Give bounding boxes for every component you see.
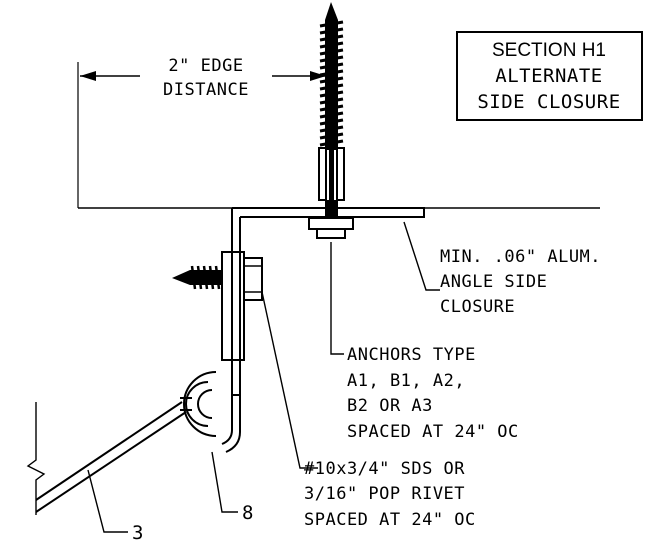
ref-8-label: 8: [242, 502, 254, 524]
edge-distance-label-1: 2" EDGE: [168, 56, 243, 76]
fastener-callout-2: 3/16" POP RIVET: [304, 484, 465, 504]
title-line-3: SIDE CLOSURE: [477, 91, 620, 113]
title-line-1: SECTION H1: [492, 40, 606, 61]
edge-distance-dimension: 2" EDGE DISTANCE: [80, 56, 326, 100]
title-block-frame: [456, 31, 643, 121]
ref-3-leader: [87, 469, 128, 533]
angle-callout-1: MIN. .06" ALUM.: [440, 247, 601, 267]
anchor-callout-3: B2 OR A3: [347, 396, 433, 416]
fastener-callout-3: SPACED AT 24" OC: [304, 510, 476, 530]
angle-leader: [403, 221, 440, 291]
angle-side-closure: [231, 207, 425, 396]
title-line-2: ALTERNATE: [495, 65, 602, 87]
anchor-callout-2: A1, B1, A2,: [347, 371, 465, 391]
anchor-callout-4: SPACED AT 24" OC: [347, 422, 519, 442]
ref-8-leader: [211, 451, 238, 513]
fastener-callout-1: #10x3/4" SDS OR: [304, 459, 465, 479]
anchor-screw: [308, 2, 354, 239]
roof-panel: [26, 401, 187, 515]
ref-3-label: 3: [132, 522, 144, 544]
fastener-leader: [261, 291, 318, 469]
anchor-threads: [319, 20, 344, 147]
angle-callout-3: CLOSURE: [440, 297, 515, 317]
angle-callout-2: ANGLE SIDE: [440, 272, 547, 292]
anchor-callout-1: ANCHORS TYPE: [347, 345, 476, 365]
anchor-leader: [330, 242, 344, 355]
edge-distance-label-2: DISTANCE: [163, 80, 249, 100]
sds-fastener: [172, 251, 263, 361]
panel-clip: [180, 371, 241, 453]
